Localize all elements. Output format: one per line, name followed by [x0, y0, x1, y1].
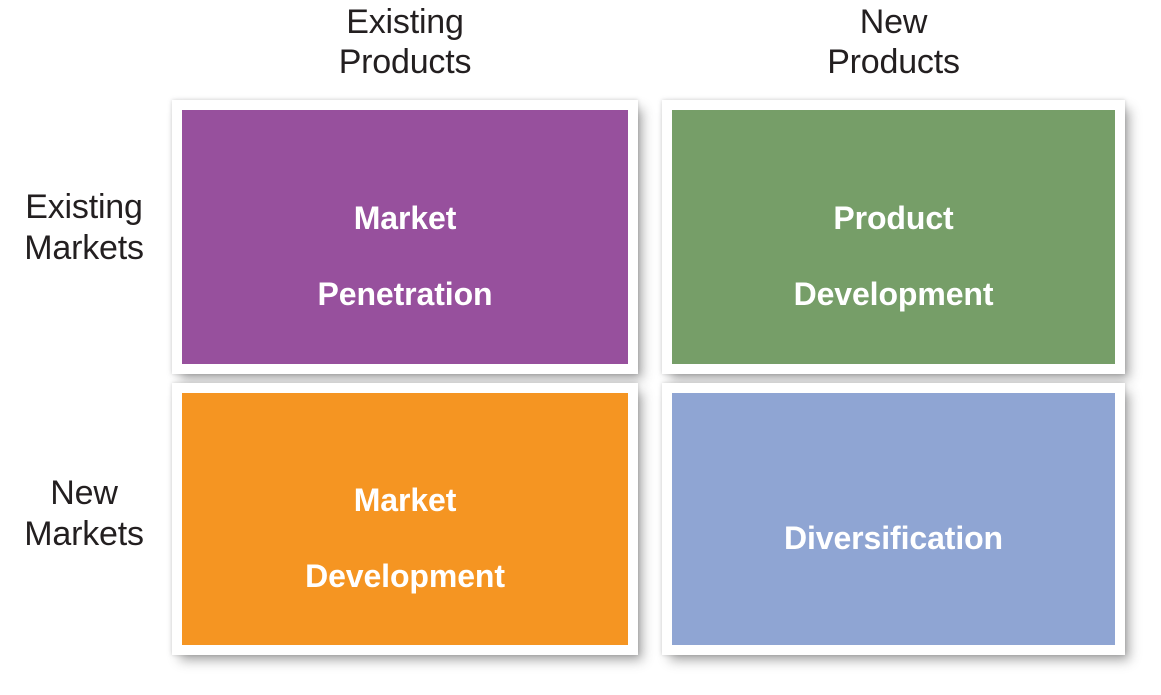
quadrant-market-penetration-fill: Market Penetration — [182, 110, 628, 364]
row-header-new-markets-line2: Markets — [24, 515, 144, 553]
column-header-existing-products: Existing Products — [172, 2, 638, 86]
row-header-existing-markets-line2: Markets — [24, 229, 144, 267]
row-header-new-markets-line1: New — [50, 474, 118, 512]
quadrant-market-development-label: Market Development — [305, 443, 505, 595]
quadrant-market-development: Market Development — [172, 383, 638, 655]
quadrant-product-development-label: Product Development — [794, 161, 994, 313]
column-header-new-products-line1: New — [859, 3, 928, 41]
column-header-new-products: New Products — [662, 2, 1125, 86]
quadrant-diversification-fill: Diversification — [672, 393, 1115, 645]
quadrant-diversification-label: Diversification — [784, 481, 1003, 557]
row-header-existing-markets: Existing Markets — [0, 182, 168, 274]
quadrant-market-penetration-line1: Market — [353, 200, 457, 236]
quadrant-market-penetration-label: Market Penetration — [318, 161, 493, 313]
quadrant-market-development-fill: Market Development — [182, 393, 628, 645]
column-header-existing-products-line2: Products — [338, 43, 472, 81]
quadrant-market-development-line1: Market — [353, 482, 457, 518]
quadrant-market-penetration: Market Penetration — [172, 100, 638, 374]
quadrant-market-penetration-line2: Penetration — [317, 276, 493, 312]
quadrant-market-development-line2: Development — [305, 558, 505, 594]
quadrant-diversification: Diversification — [662, 383, 1125, 655]
quadrant-diversification-line1: Diversification — [783, 520, 1004, 556]
row-header-new-markets: New Markets — [0, 468, 168, 560]
quadrant-product-development: Product Development — [662, 100, 1125, 374]
column-header-existing-products-line1: Existing — [346, 3, 464, 41]
row-header-existing-markets-line1: Existing — [25, 188, 143, 226]
quadrant-product-development-line2: Development — [793, 276, 994, 312]
column-header-new-products-line2: Products — [827, 43, 960, 81]
quadrant-product-development-line1: Product — [833, 200, 954, 236]
quadrant-product-development-fill: Product Development — [672, 110, 1115, 364]
